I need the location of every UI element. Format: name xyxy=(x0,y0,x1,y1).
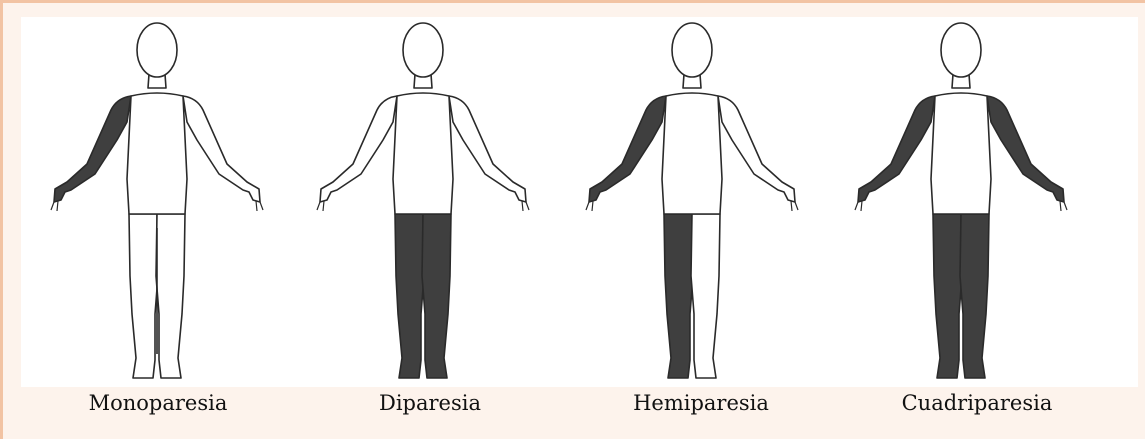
body-figure-cuadriparesia xyxy=(831,14,1091,384)
body-figure-monoparesia xyxy=(27,14,287,384)
caption-diparesia: Diparesia xyxy=(300,388,560,418)
caption-cuadriparesia: Cuadriparesia xyxy=(847,388,1107,418)
body-figure-hemiparesia xyxy=(562,14,822,384)
caption-hemiparesia: Hemiparesia xyxy=(571,388,831,418)
caption-monoparesia: Monoparesia xyxy=(28,388,288,418)
body-figure-diparesia xyxy=(293,14,553,384)
